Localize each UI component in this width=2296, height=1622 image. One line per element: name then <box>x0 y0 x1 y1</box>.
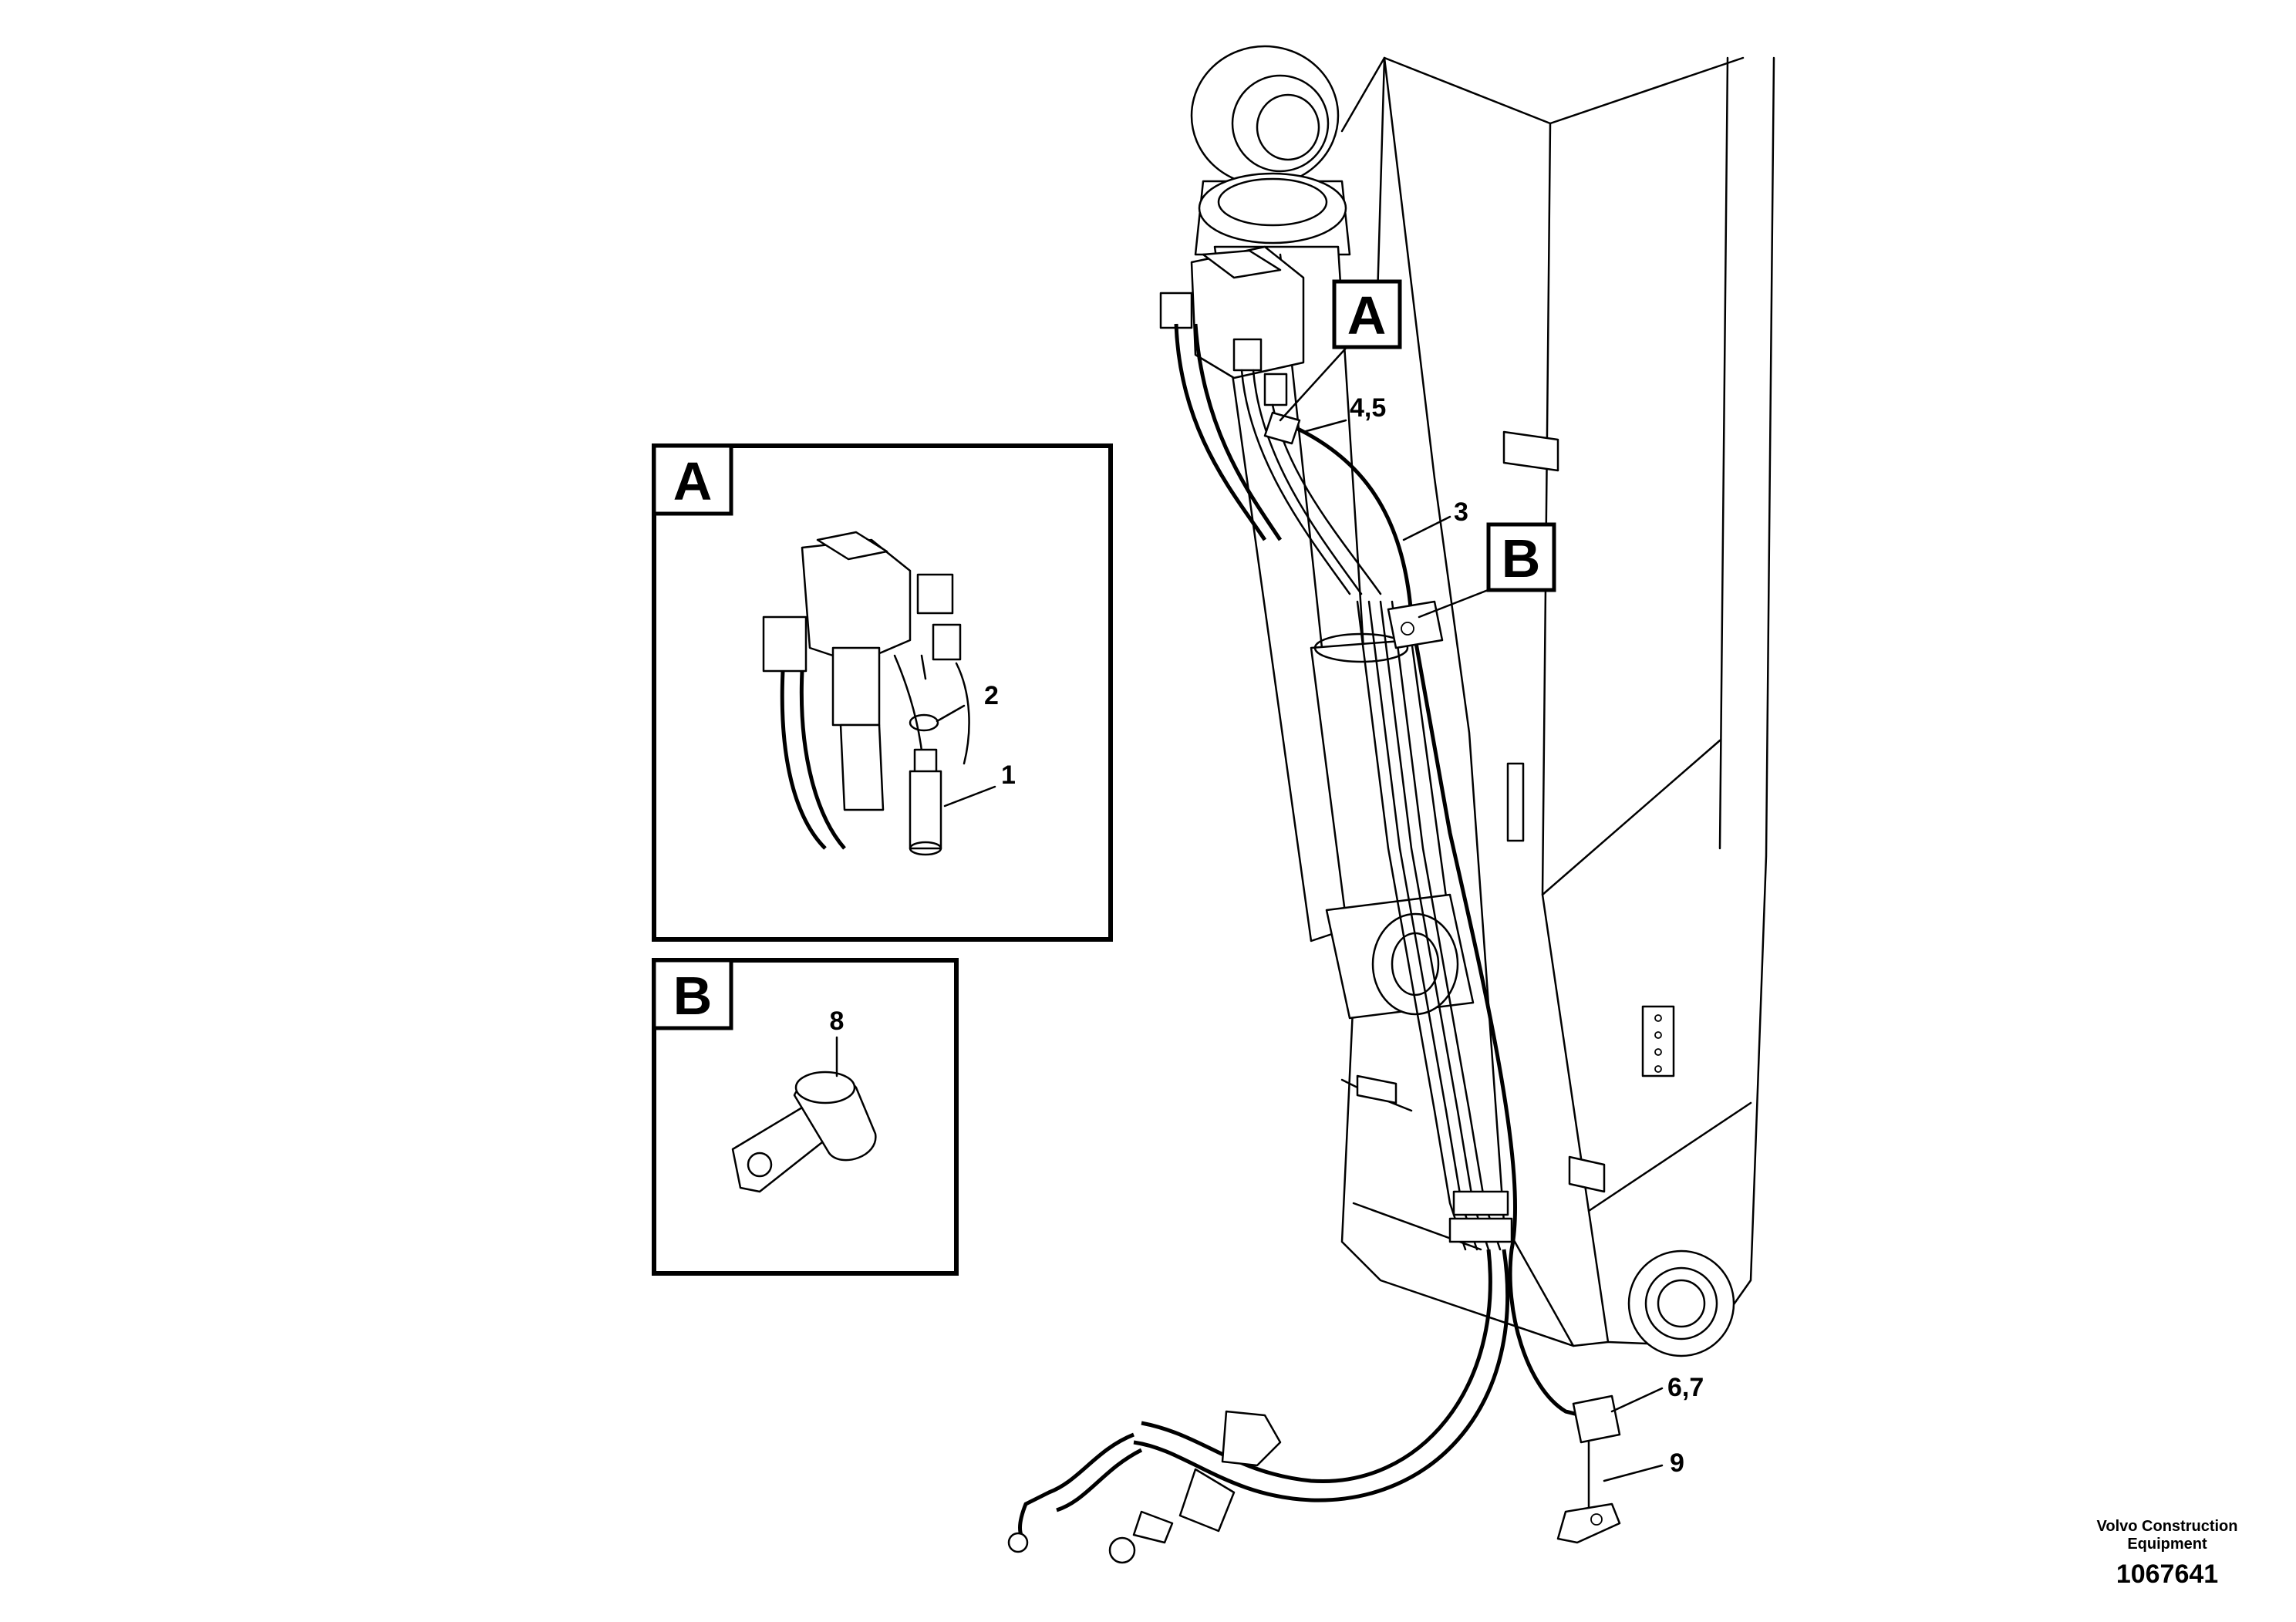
detail-b-tag-letter: B <box>673 966 713 1026</box>
callout-2: 2 <box>984 681 999 710</box>
document-number: 1067641 <box>2116 1560 2218 1589</box>
main-tag-b: B <box>1486 522 1556 592</box>
o-ring-part <box>909 713 939 732</box>
detail-a-tag-letter: A <box>673 451 713 511</box>
callout-3: 3 <box>1454 497 1468 527</box>
detail-a-valve-block <box>762 531 970 850</box>
detail-view-b: B 8 <box>652 958 959 1276</box>
callout-4-5: 4,5 <box>1350 393 1386 423</box>
callout-1: 1 <box>1001 760 1016 790</box>
pressure-sensor-part <box>909 748 942 856</box>
callout-6-7: 6,7 <box>1667 1373 1704 1402</box>
detail-view-a: A 2 1 <box>652 443 1113 942</box>
main-tag-a-letter: A <box>1347 285 1387 346</box>
main-tag-a: A <box>1332 279 1402 349</box>
main-tag-b-letter: B <box>1502 528 1541 588</box>
callout-8: 8 <box>830 1007 845 1036</box>
boom-assembly <box>1340 56 1775 1357</box>
hose-bundle <box>1007 600 1513 1564</box>
p-clamp-part <box>731 1071 877 1193</box>
brand-line-1: Volvo Construction <box>2097 1518 2238 1535</box>
callout-9: 9 <box>1670 1448 1684 1478</box>
brand-line-2: Equipment <box>2127 1536 2207 1553</box>
